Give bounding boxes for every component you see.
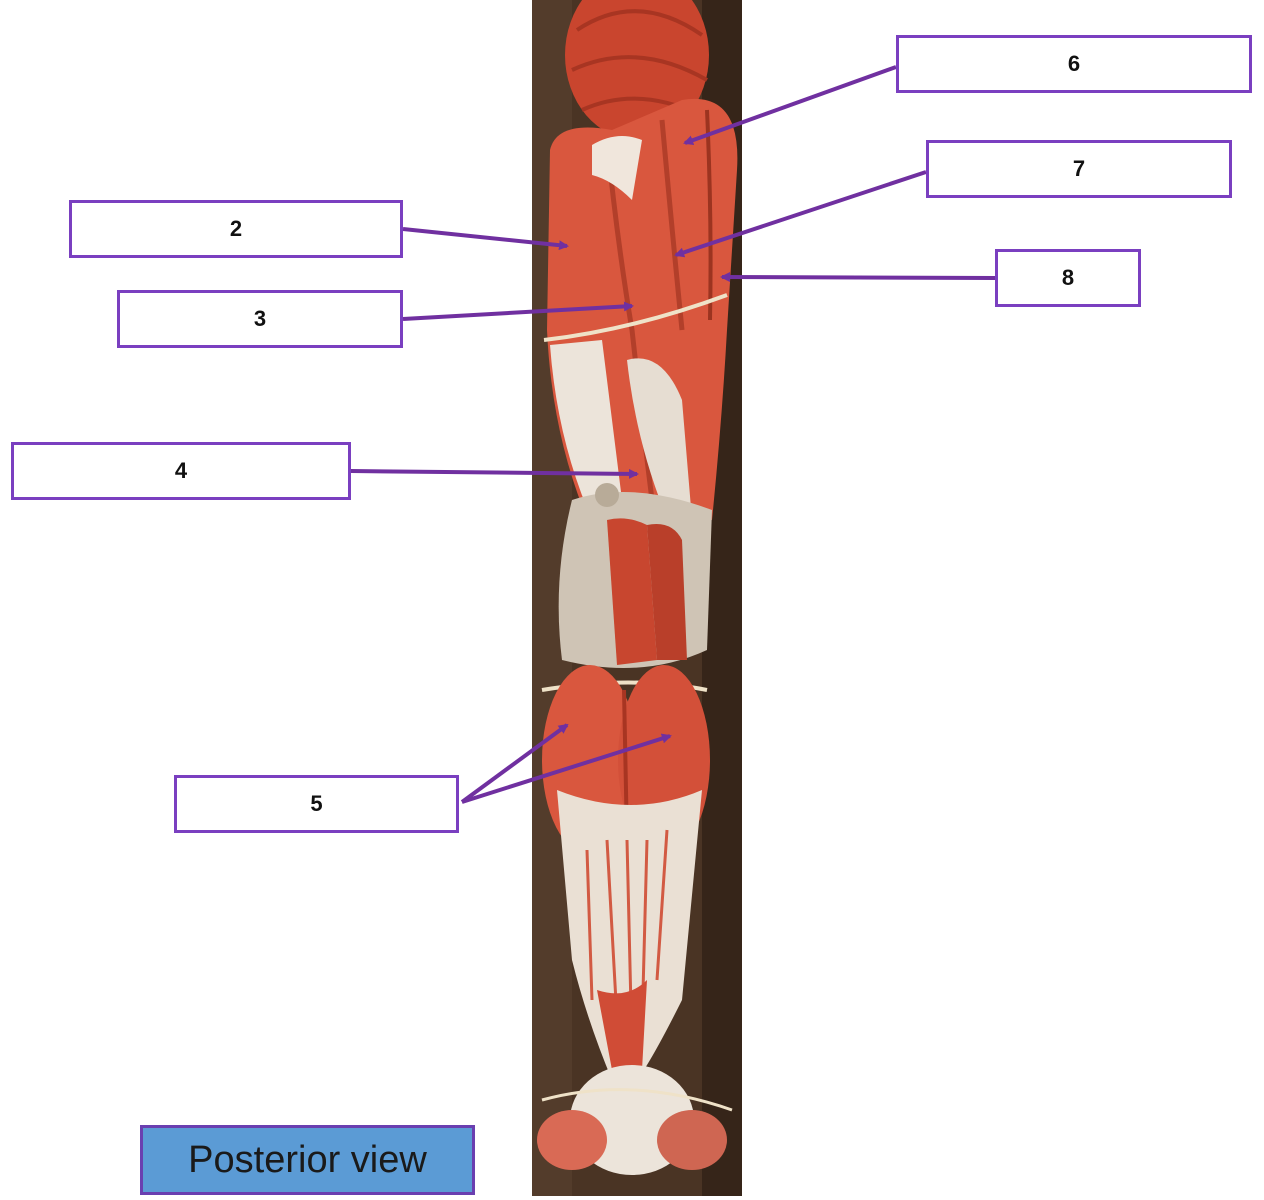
label-text-7: 7 bbox=[1072, 156, 1086, 181]
label-box-4: 4 bbox=[11, 442, 351, 500]
label-box-6: 6 bbox=[896, 35, 1252, 93]
label-box-7: 7 bbox=[926, 140, 1232, 198]
label-box-2: 2 bbox=[69, 200, 403, 258]
view-title-box: Posterior view bbox=[140, 1125, 475, 1195]
view-title: Posterior view bbox=[188, 1138, 427, 1181]
label-text-4: 4 bbox=[174, 458, 188, 483]
label-text-6: 6 bbox=[1067, 51, 1081, 76]
arrow-8 bbox=[720, 272, 996, 283]
label-box-5: 5 bbox=[174, 775, 459, 833]
label-text-8: 8 bbox=[1061, 265, 1075, 290]
label-text-3: 3 bbox=[253, 306, 267, 331]
label-text-2: 2 bbox=[229, 216, 243, 241]
leg-muscle-photo bbox=[532, 0, 742, 1196]
label-box-3: 3 bbox=[117, 290, 403, 348]
label-box-8: 8 bbox=[995, 249, 1141, 307]
label-text-5: 5 bbox=[310, 791, 323, 816]
